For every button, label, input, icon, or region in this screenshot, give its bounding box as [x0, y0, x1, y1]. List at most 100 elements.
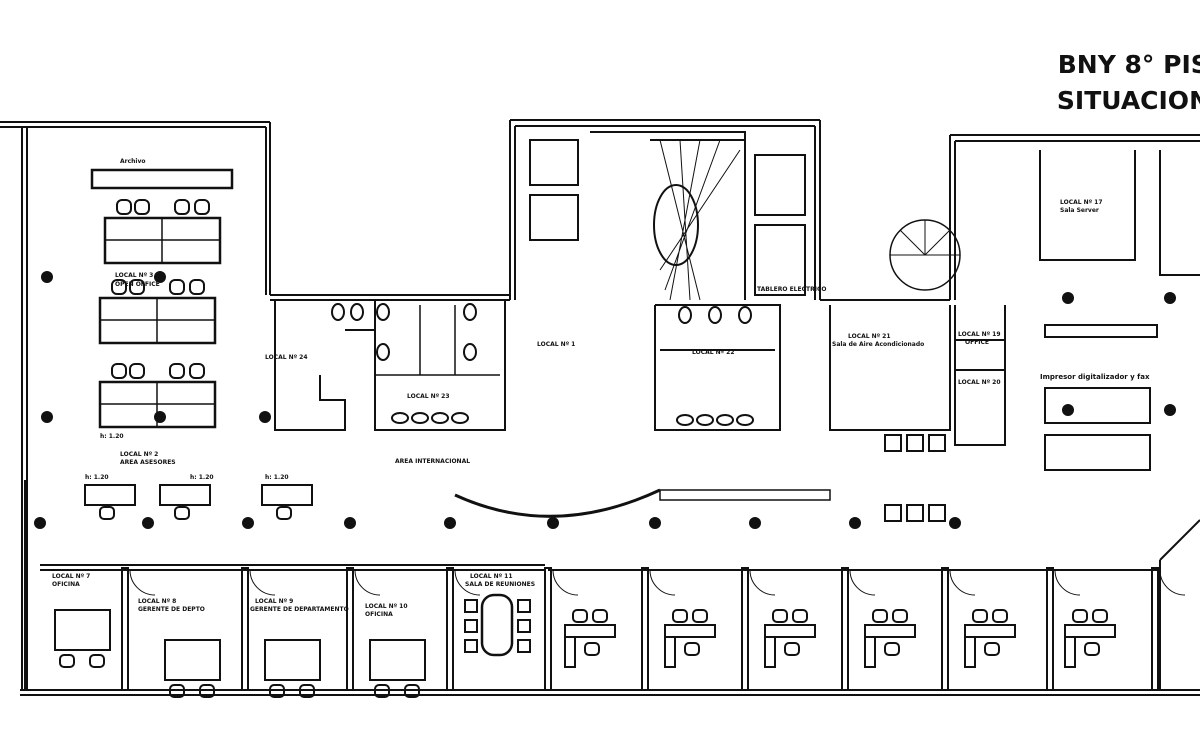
- sink: [736, 414, 754, 426]
- label-tablero: TABLERO ELECTRICO: [757, 286, 826, 293]
- column: [1062, 404, 1074, 416]
- door-swing: [1159, 569, 1186, 596]
- partition-wall: [121, 567, 129, 691]
- sink: [411, 412, 429, 424]
- label-impresor: Impresor digitalizador y fax: [1040, 373, 1150, 381]
- column: [547, 517, 559, 529]
- workstation: [1044, 324, 1158, 338]
- chair: [169, 363, 185, 379]
- desk: [84, 484, 136, 506]
- chair: [464, 619, 478, 633]
- chair: [517, 619, 531, 633]
- archive-shelving: [90, 168, 234, 190]
- column: [949, 517, 961, 529]
- label-local10: LOCAL Nº 10: [365, 603, 408, 610]
- partition-wall: [1151, 567, 1159, 691]
- dim-label: h: 1.20: [85, 474, 109, 481]
- label-local9-use: GERENTE DE DEPARTAMENTO: [250, 606, 349, 613]
- chair: [111, 363, 127, 379]
- label-local11: LOCAL Nº 11: [470, 573, 513, 580]
- label-local19-use: OFFICE: [965, 339, 989, 346]
- room-labels: Archivo LOCAL Nº 3 OPEN OFFICE LOCAL Nº …: [52, 158, 1150, 618]
- desk: [261, 484, 313, 506]
- column: [41, 271, 53, 283]
- desk: [264, 639, 321, 681]
- structural-columns: [34, 271, 1176, 529]
- chair: [592, 609, 608, 623]
- label-local9: LOCAL Nº 9: [255, 598, 293, 605]
- column: [154, 411, 166, 423]
- chair: [972, 609, 988, 623]
- column: [649, 517, 661, 529]
- column: [1062, 292, 1074, 304]
- chair: [169, 684, 185, 698]
- desk-return: [664, 636, 676, 668]
- door-swing: [129, 569, 156, 596]
- sink: [716, 414, 734, 426]
- label-local7-use: OFICINA: [52, 581, 80, 588]
- desk: [54, 609, 111, 651]
- chair: [692, 609, 708, 623]
- chair: [892, 609, 908, 623]
- chair: [129, 363, 145, 379]
- dim-label: h: 1.20: [100, 433, 124, 440]
- chair: [299, 684, 315, 698]
- desk: [159, 484, 211, 506]
- toilet: [376, 303, 390, 321]
- desk-return: [864, 636, 876, 668]
- toilet: [463, 303, 477, 321]
- label-local2-use: AREA ASESORES: [120, 459, 176, 466]
- label-local7: LOCAL Nº 7: [52, 573, 90, 580]
- sink: [696, 414, 714, 426]
- label-local8-use: GERENTE DE DEPTO: [138, 606, 205, 613]
- walls: [0, 119, 1200, 696]
- toilet: [708, 306, 722, 324]
- chair: [169, 279, 185, 295]
- door-swing: [849, 569, 876, 596]
- partition-wall: [841, 567, 849, 691]
- armchair: [884, 504, 902, 522]
- office-partitions: [121, 567, 1186, 691]
- column: [41, 411, 53, 423]
- armchair: [928, 504, 946, 522]
- column: [344, 517, 356, 529]
- sink: [451, 412, 469, 424]
- chair: [984, 642, 1000, 656]
- desk: [964, 624, 1016, 638]
- desk: [369, 639, 426, 681]
- toilet: [738, 306, 752, 324]
- toilet: [331, 303, 345, 321]
- plan-subtitle: SITUACION: [1056, 86, 1200, 115]
- label-area-central: AREA INTERNACIONAL: [395, 458, 470, 465]
- chair: [89, 654, 105, 668]
- plan-title: BNY 8° PISO: [1057, 50, 1200, 79]
- sink: [676, 414, 694, 426]
- door-swing: [649, 569, 676, 596]
- armchair: [884, 434, 902, 452]
- chair: [1072, 609, 1088, 623]
- sink: [431, 412, 449, 424]
- toilet: [678, 306, 692, 324]
- desk: [864, 624, 916, 638]
- label-local3: LOCAL Nº 3: [115, 272, 153, 279]
- door-swing: [354, 569, 381, 596]
- column: [444, 517, 456, 529]
- partition-wall: [1046, 567, 1054, 691]
- toilet: [376, 343, 390, 361]
- column: [259, 411, 271, 423]
- partition-wall: [741, 567, 749, 691]
- chair: [464, 599, 478, 613]
- desk-return: [964, 636, 976, 668]
- door-swing: [1054, 569, 1081, 596]
- door-swing: [749, 569, 776, 596]
- column: [849, 517, 861, 529]
- chair: [276, 506, 292, 520]
- chair: [116, 199, 132, 215]
- chair: [872, 609, 888, 623]
- dim-label: h: 1.20: [190, 474, 214, 481]
- desk-return: [1064, 636, 1076, 668]
- chair: [129, 279, 145, 295]
- chair: [174, 199, 190, 215]
- column: [1164, 404, 1176, 416]
- column: [749, 517, 761, 529]
